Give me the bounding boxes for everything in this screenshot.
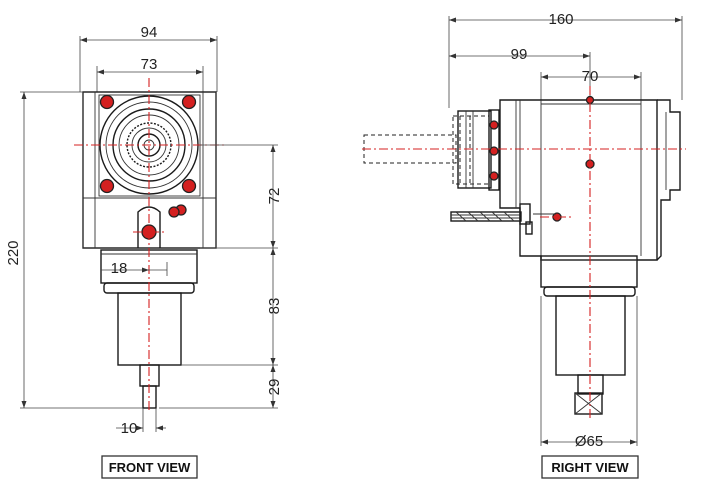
svg-text:FRONT VIEW: FRONT VIEW	[109, 460, 191, 475]
dim-right-stack: 72 83 29	[159, 144, 283, 409]
right-view-caption: RIGHT VIEW	[541, 455, 639, 479]
dim-label-diameter: Ø65	[575, 433, 603, 450]
dim-220: 220	[5, 91, 143, 409]
dim-label-10: 10	[121, 420, 138, 437]
dim-10: 10	[116, 408, 166, 437]
dim-label-73: 73	[141, 56, 158, 73]
dim-label-83: 83	[266, 298, 283, 315]
svg-text:RIGHT VIEW: RIGHT VIEW	[551, 460, 629, 475]
bolt-icon	[99, 178, 115, 194]
right-coolant-arm	[450, 203, 556, 235]
dim-diameter-65: Ø65	[540, 296, 638, 450]
right-hidden-shank	[363, 115, 490, 185]
dim-70: 70	[540, 68, 642, 100]
dim-label-160: 160	[548, 11, 573, 28]
dim-label-18: 18	[111, 260, 128, 277]
dim-label-99: 99	[511, 46, 528, 63]
right-collar	[540, 255, 638, 297]
dim-18: 18	[101, 260, 168, 277]
bolt-icon	[168, 206, 180, 218]
dim-99: 99	[449, 46, 591, 96]
bolt-icon	[181, 178, 197, 194]
bolt-icon	[99, 94, 115, 110]
front-view: 94 73	[5, 24, 283, 479]
bolt-icon	[489, 171, 499, 181]
bolt-icon	[489, 120, 499, 130]
dim-label-29: 29	[266, 379, 283, 396]
right-view: 160 99 70	[362, 11, 686, 479]
front-view-caption: FRONT VIEW	[101, 455, 198, 479]
dim-label-220: 220	[5, 240, 22, 265]
dim-160: 160	[448, 11, 683, 108]
bolt-icon	[181, 94, 197, 110]
dim-94: 94	[79, 24, 218, 92]
right-shank-square	[574, 392, 603, 415]
dim-label-94: 94	[141, 24, 158, 41]
dim-73: 73	[96, 56, 204, 92]
dim-label-72: 72	[266, 188, 283, 205]
bolt-icon	[489, 146, 499, 156]
dim-label-70: 70	[582, 68, 599, 85]
